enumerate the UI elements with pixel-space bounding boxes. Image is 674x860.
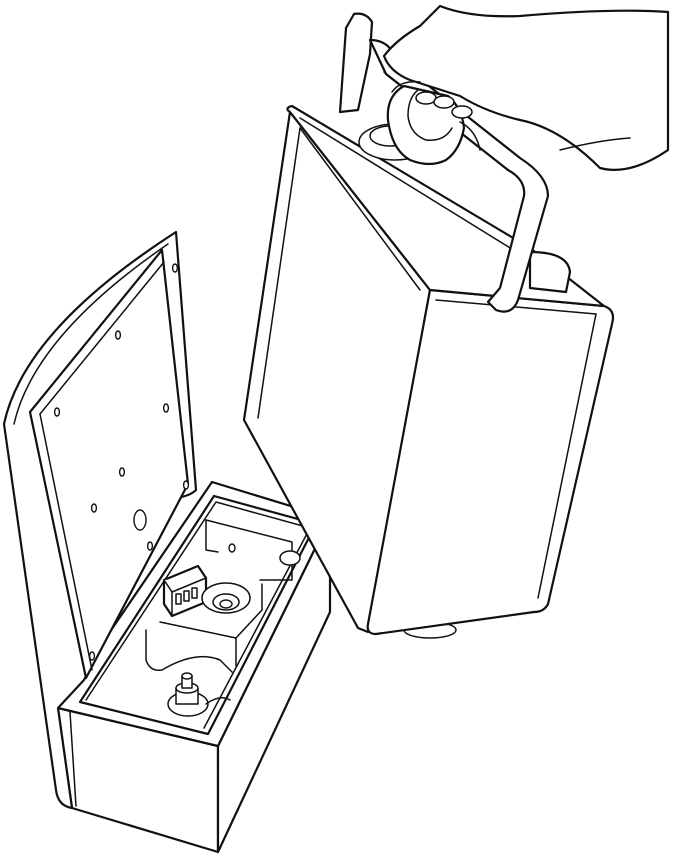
- hand: [382, 4, 670, 171]
- pump-fitting: [201, 582, 251, 614]
- hinged-lid: [2, 230, 198, 810]
- cavity-port: [228, 543, 301, 566]
- plate-mounting-holes: [53, 263, 190, 661]
- connector-block: [162, 564, 208, 618]
- inlet-fitting: [167, 672, 231, 717]
- base-enclosure: [56, 480, 332, 854]
